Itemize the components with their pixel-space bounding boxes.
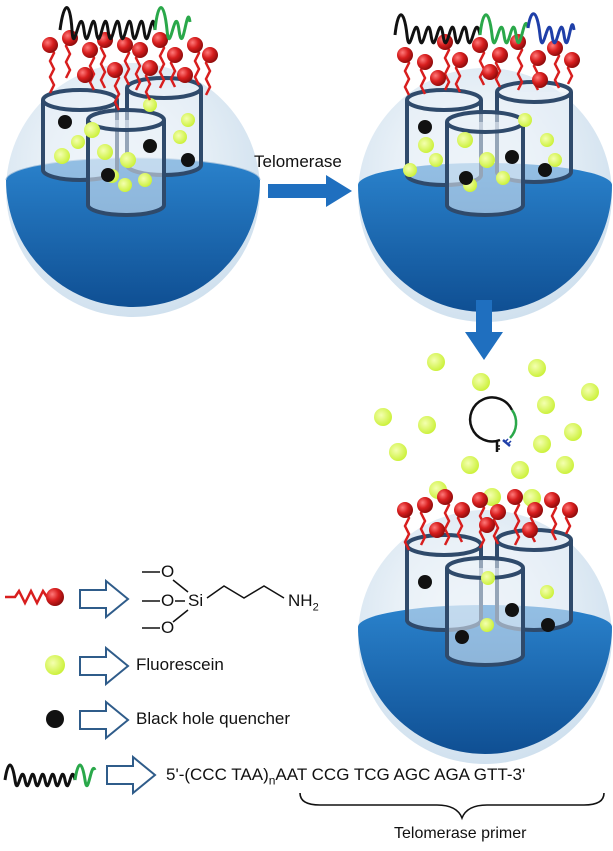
sequence-prefix: 5'-(CCC TAA)	[166, 765, 269, 784]
silane-nh: NH	[288, 591, 313, 610]
particle-extended	[358, 12, 612, 322]
legend-dna	[3, 754, 157, 796]
sequence-primer: AAT CCG TCG AGC AGA GTT-3'	[275, 765, 526, 784]
silane-structure	[142, 571, 285, 629]
hairpin-dna	[468, 396, 518, 452]
sphere-bottom-half	[358, 605, 612, 754]
process-label: Telomerase	[254, 152, 342, 171]
quencher-dot	[58, 115, 195, 182]
particle-initial	[5, 6, 261, 317]
amine-balls	[397, 489, 578, 538]
silane-nh-sub: 2	[312, 601, 319, 614]
silane-o-mid: O	[161, 591, 175, 610]
particle-open	[358, 489, 612, 764]
fluorescein-dot	[480, 571, 554, 632]
sphere-bottom-half	[358, 163, 612, 312]
legend-quencher	[46, 699, 130, 741]
primer-caption: Telomerase primer	[394, 825, 527, 842]
silane-o-bot: O	[161, 618, 175, 637]
sequence-text: 5'-(CCC TAA)nAAT CCG TCG AGC AGA GTT-3'	[166, 765, 525, 787]
legend-quencher-label: Black hole quencher	[136, 709, 291, 728]
released-fluorescein	[374, 353, 599, 507]
sphere-bottom-half	[6, 158, 260, 307]
quencher-dot	[418, 575, 555, 644]
primer-brace	[299, 792, 605, 821]
quencher-dot	[418, 120, 552, 185]
arrow-down	[465, 300, 503, 360]
legend-fluorescein	[45, 645, 130, 687]
sequence-subscript: n	[268, 773, 276, 788]
silane-si: Si	[188, 591, 204, 610]
dna-primer	[58, 6, 192, 41]
arrow-right	[268, 175, 352, 207]
amine-balls	[42, 30, 218, 83]
legend-amine	[5, 578, 130, 620]
silane-nh2: NH2	[288, 591, 319, 613]
legend-fluorescein-label: Fluorescein	[136, 655, 224, 674]
dna-primer-extended	[393, 12, 576, 45]
silane-o-top: O	[161, 562, 175, 581]
